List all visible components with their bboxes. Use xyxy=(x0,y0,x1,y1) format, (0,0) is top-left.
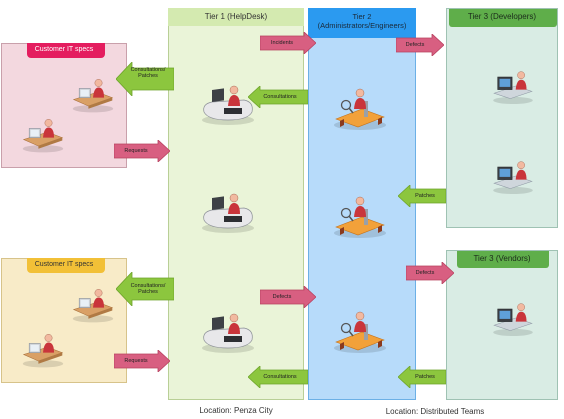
tier3-developers-title: Tier 3 (Developers) xyxy=(467,12,537,21)
tier3-developers-header xyxy=(449,9,557,27)
person-at-laptop-icon xyxy=(198,190,258,234)
engineer-with-tools-icon xyxy=(330,85,390,131)
customer-panel-top: Customer IT specs xyxy=(1,43,127,168)
label-requests-top: Requests xyxy=(124,148,148,154)
arrow-requests-bottom xyxy=(114,350,170,372)
arrow-consultations-t2-bottom xyxy=(248,366,308,388)
person-at-desk-icon xyxy=(70,285,116,323)
label-defects-developers: Defects xyxy=(405,42,425,48)
arrow-incidents xyxy=(260,32,316,54)
arrow-defects-t1-t2 xyxy=(260,286,316,308)
arrow-requests-top xyxy=(114,140,170,162)
developer-at-monitor-icon xyxy=(490,158,536,194)
arrow-patches-vendors xyxy=(398,366,446,388)
arrow-defects-developers xyxy=(396,34,444,56)
label-requests-bottom: Requests xyxy=(124,358,148,364)
person-at-desk-icon xyxy=(70,75,116,113)
tier2-title: Tier 2 (Administrators/Engineers) xyxy=(317,12,407,30)
arrow-defects-vendors xyxy=(406,262,454,284)
arrow-consultations-t2-top xyxy=(248,86,308,108)
customer-panel-top-header xyxy=(27,43,105,58)
label-consultations-t2-top: Consultations xyxy=(263,94,297,100)
engineer-with-tools-icon xyxy=(330,308,390,354)
person-at-desk-icon xyxy=(20,330,66,368)
customer-panel-bottom-header xyxy=(27,258,105,273)
tier1-header xyxy=(168,8,304,26)
label-defects-vendors: Defects xyxy=(415,270,435,276)
label-defects-t1-t2: Defects xyxy=(272,294,292,300)
tier2-header xyxy=(308,8,416,38)
customer-panel-top-title: Customer IT specs xyxy=(34,46,94,53)
developer-at-monitor-icon xyxy=(490,300,536,336)
label-patches-developers: Patches xyxy=(415,193,435,199)
developer-at-monitor-icon xyxy=(490,68,536,104)
tier3-vendors-header xyxy=(457,251,549,268)
arrow-consultations-patches-bottom xyxy=(116,272,174,306)
person-at-laptop-icon xyxy=(198,310,258,354)
label-consultations-patches-bottom: Consultations/ Patches xyxy=(130,283,166,295)
arrow-patches-developers xyxy=(398,185,446,207)
label-incidents: Incidents xyxy=(270,40,293,46)
label-patches-vendors: Patches xyxy=(415,374,435,380)
person-at-desk-icon xyxy=(20,115,66,153)
label-consultations-t2-bottom: Consultations xyxy=(263,374,297,380)
tier1-title: Tier 1 (HelpDesk) xyxy=(204,12,268,21)
arrow-consultations-patches-top xyxy=(116,62,174,96)
tier3-developers-panel: Tier 3 (Developers) xyxy=(446,8,558,228)
label-consultations-patches-top: Consultations/ Patches xyxy=(130,67,166,79)
engineer-with-tools-icon xyxy=(330,193,390,239)
customer-panel-bottom-title: Customer IT specs xyxy=(34,261,94,268)
location-penza: Location: Penza City xyxy=(199,406,273,415)
tier3-vendors-title: Tier 3 (Vendors) xyxy=(473,254,531,263)
location-distributed: Location: Distributed Teams xyxy=(385,407,485,416)
